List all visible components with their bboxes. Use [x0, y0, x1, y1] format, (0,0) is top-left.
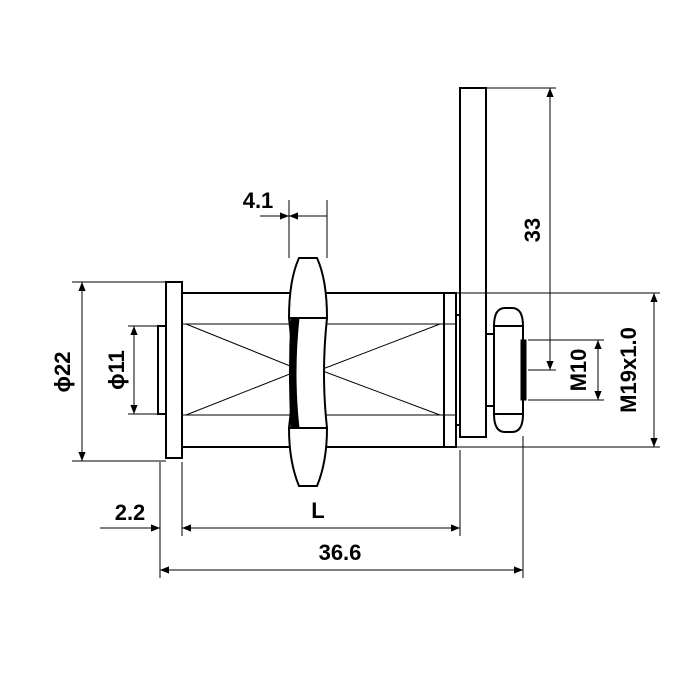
- dimension-screw-thread: M10: [528, 339, 604, 401]
- cam-plate: [459, 87, 487, 438]
- label-phi22: ϕ22: [50, 352, 75, 393]
- label-2-2: 2.2: [115, 500, 146, 525]
- screw-washer: [485, 333, 495, 407]
- dimension-flange-thickness: 2.2: [100, 500, 192, 532]
- label-36-6: 36.6: [319, 540, 362, 565]
- label-l: L: [311, 498, 324, 523]
- nut-shading: [289, 317, 300, 429]
- dimension-body-length: L: [182, 498, 460, 532]
- extension-lines: [159, 436, 524, 578]
- screw-slot: [520, 339, 527, 401]
- dimension-cam-length: 33: [486, 87, 556, 371]
- hex-nut: [287, 257, 329, 487]
- dimension-nut-width: 4.1: [243, 188, 328, 258]
- dimension-overall-length: 36.6: [160, 540, 523, 574]
- label-phi11: ϕ11: [104, 350, 129, 390]
- flange: [165, 281, 183, 459]
- screw-head: [485, 307, 527, 433]
- dimension-face-diameter: ϕ11: [104, 325, 158, 415]
- dimension-body-thread: M19x1.0: [444, 292, 660, 448]
- body-rear-end: [443, 292, 457, 448]
- label-33: 33: [520, 218, 545, 242]
- label-m19x1-0: M19x1.0: [616, 327, 641, 413]
- front-face: [157, 325, 167, 415]
- label-m10: M10: [566, 349, 591, 392]
- label-4-1: 4.1: [243, 188, 274, 213]
- dimension-flange-diameter: ϕ22: [50, 281, 166, 462]
